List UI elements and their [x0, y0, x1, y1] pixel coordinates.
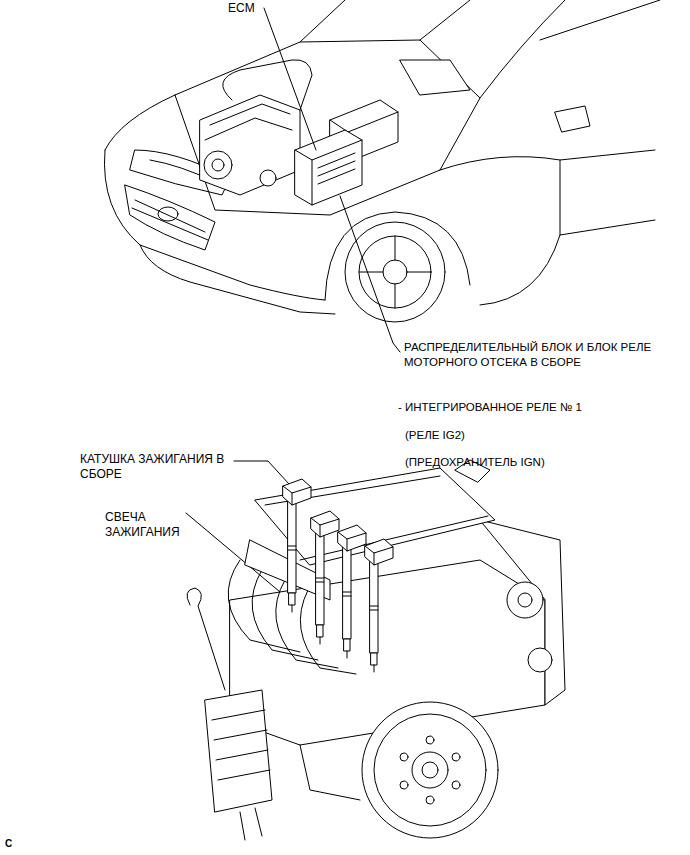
part-note: - ИНТЕГРИРОВАННОЕ РЕЛЕ № 1	[398, 400, 683, 415]
engine-assembly	[187, 460, 565, 840]
ignition-coils	[283, 479, 393, 672]
engine-bay	[175, 60, 470, 215]
part-note: (РЕЛЕ IG2)	[405, 428, 665, 443]
part-name: СВЕЧА ЗАЖИГАНИЯ	[105, 510, 195, 540]
part-note: (ПРЕДОХРАНИТЕЛЬ IGN)	[405, 455, 675, 470]
car-body	[104, 0, 660, 322]
part-name: ECM	[228, 1, 268, 16]
figure-code: C	[5, 836, 25, 851]
part-name: РАСПРЕДЕЛИТЕЛЬНЫЙ БЛОК И БЛОК РЕЛЕ МОТОР…	[404, 340, 684, 370]
part-name: КАТУШКА ЗАЖИГАНИЯ В СБОРЕ	[80, 452, 230, 482]
